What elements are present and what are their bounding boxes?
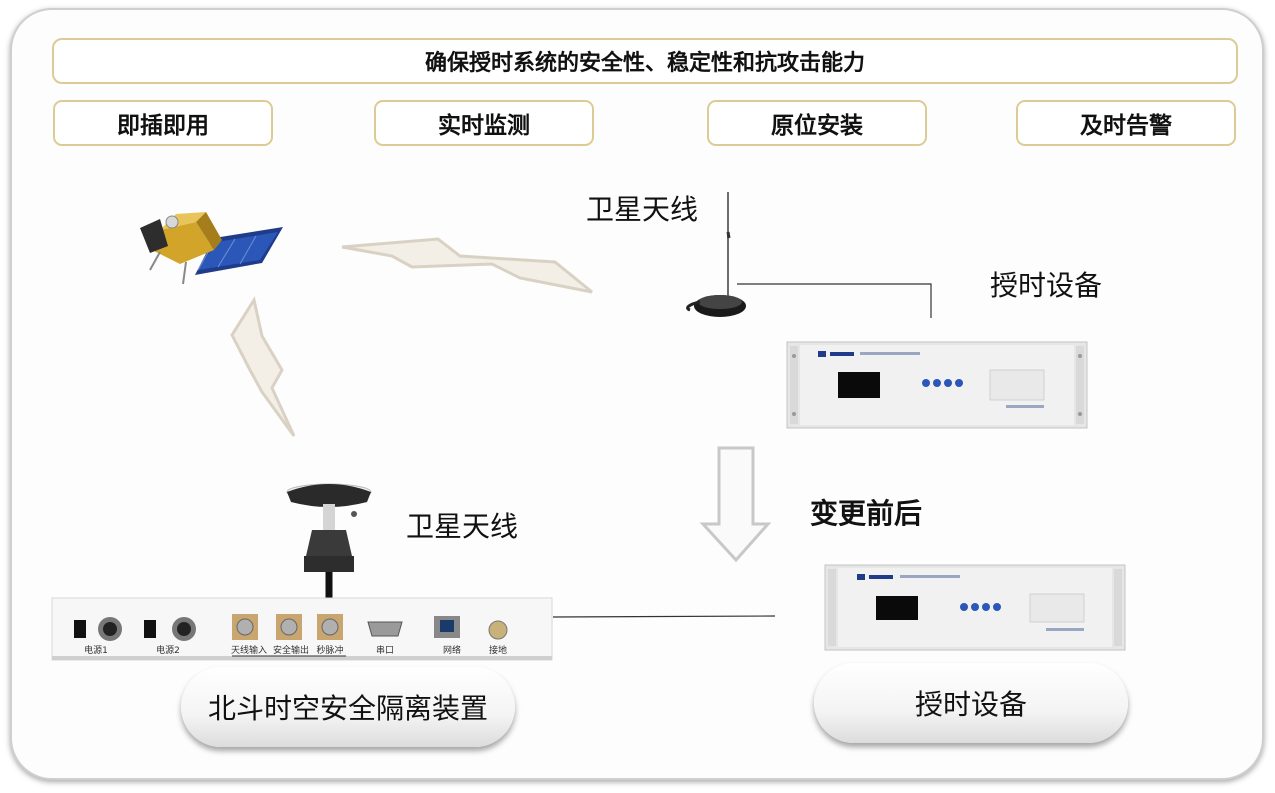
label-antenna-bottom: 卫星天线	[406, 510, 519, 543]
antenna-cable-top	[737, 283, 932, 318]
label-change: 变更前后	[810, 497, 923, 530]
port-label-serial: 串口	[376, 645, 394, 656]
port-label-ground: 接地	[489, 644, 507, 656]
feature-plug-and-play: 即插即用	[53, 100, 273, 146]
lightning-bolt-horizontal	[341, 237, 593, 294]
satellite-icon	[140, 212, 283, 285]
lightning-bolt-vertical	[230, 296, 296, 437]
output-cable	[552, 615, 776, 618]
mushroom-antenna-icon	[286, 483, 372, 598]
label-timing-device-top: 授时设备	[990, 269, 1103, 302]
port-label-antenna-in: 天线输入	[231, 644, 267, 656]
port-label-safe-out: 安全输出	[273, 644, 309, 656]
pill-isolation-device: 北斗时空安全隔离装置	[181, 667, 515, 747]
port-label-pps: 秒脉冲	[316, 644, 343, 656]
port-label-power2: 电源2	[156, 644, 180, 656]
label-antenna-top: 卫星天线	[586, 193, 699, 226]
feature-timely-alarm: 及时告警	[1016, 100, 1236, 146]
goal-banner: 确保授时系统的安全性、稳定性和抗攻击能力	[52, 38, 1238, 84]
feature-realtime-monitor: 实时监测	[374, 100, 594, 146]
timing-device-bottom-icon	[824, 564, 1126, 651]
port-label-network: 网络	[443, 644, 461, 656]
feature-inplace-install: 原位安装	[707, 100, 927, 146]
timing-device-top-icon	[786, 341, 1088, 429]
change-arrow-icon	[699, 446, 772, 563]
pill-timing-device: 授时设备	[814, 663, 1128, 743]
whip-antenna-icon	[686, 192, 746, 317]
isolation-device-panel-icon	[51, 597, 553, 661]
port-label-power1: 电源1	[84, 644, 108, 656]
